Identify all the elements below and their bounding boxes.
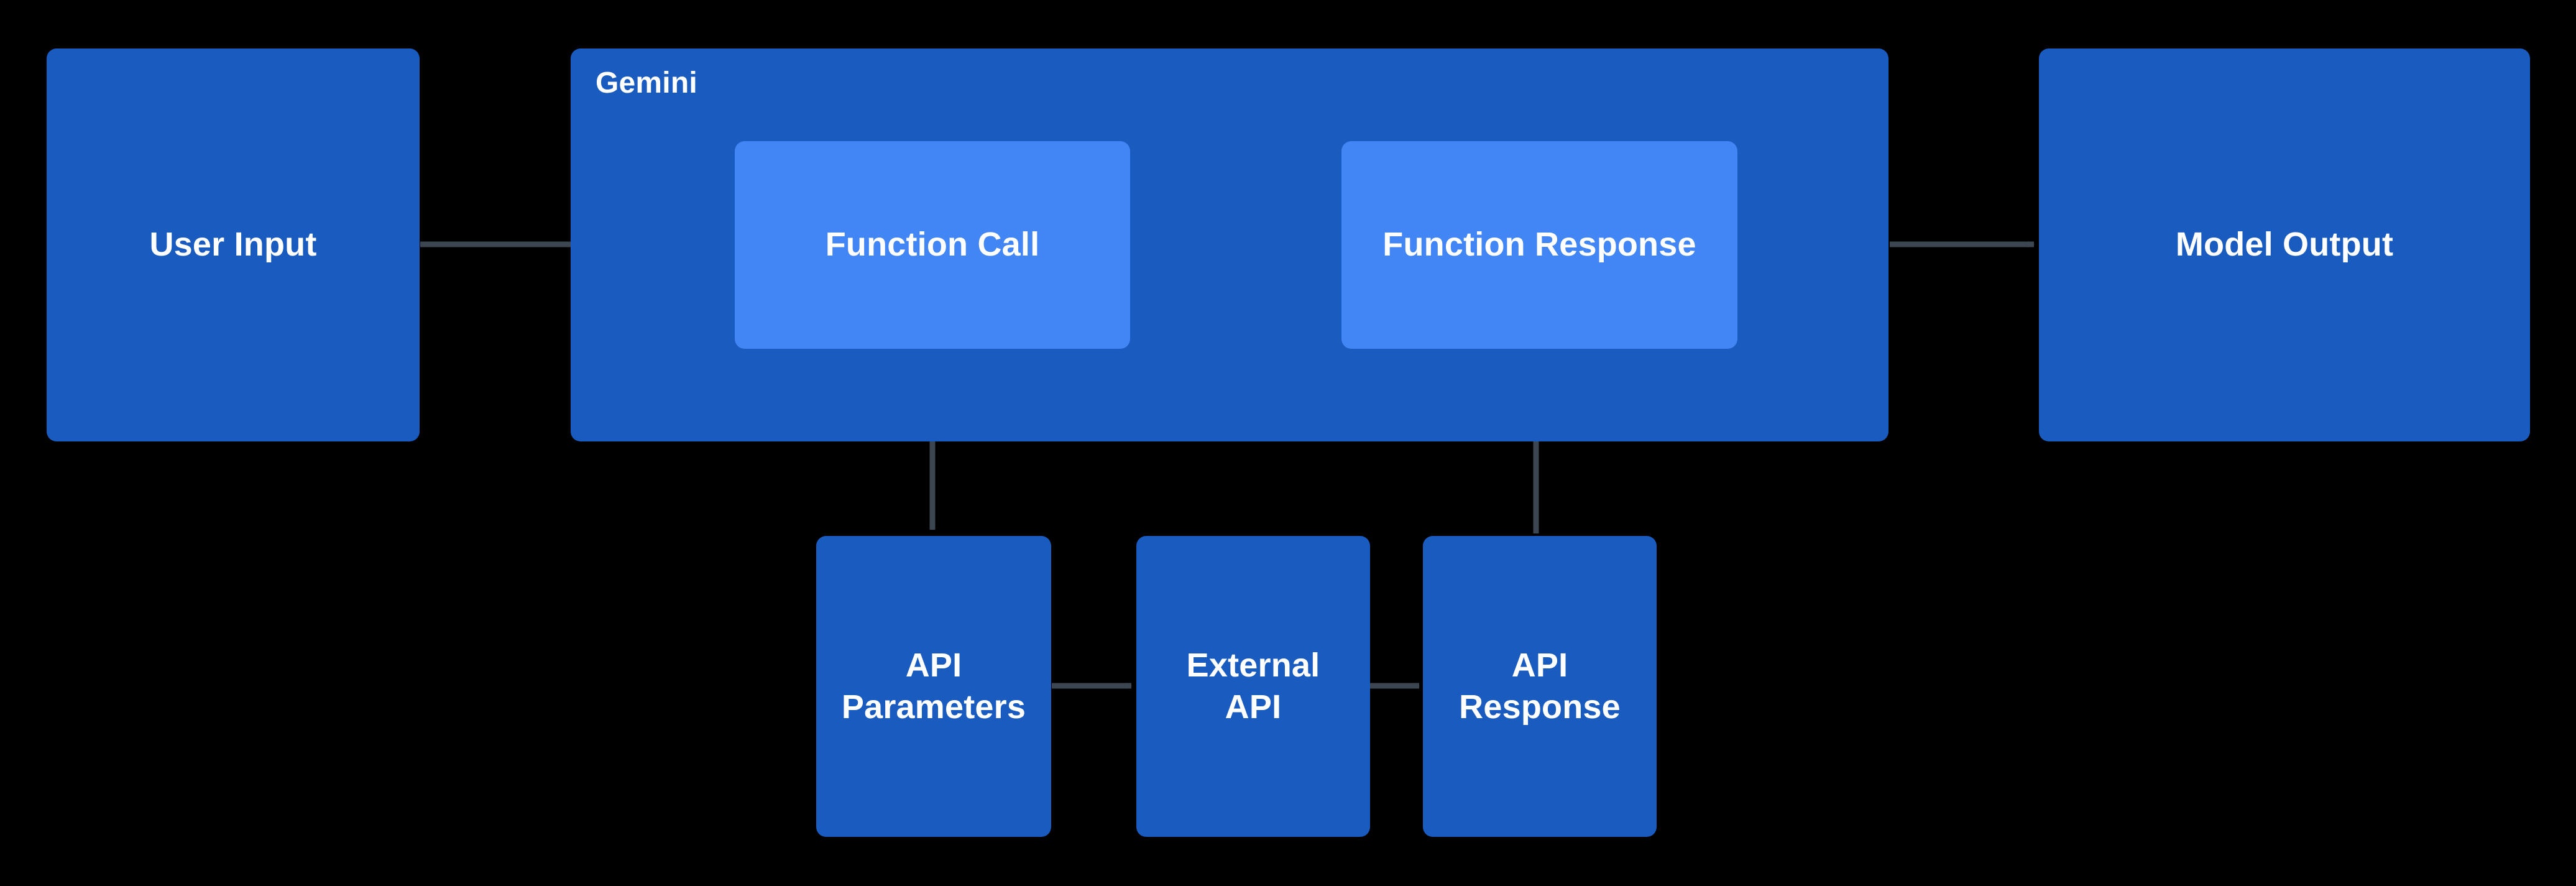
node-model-output[interactable]: Model Output	[2039, 48, 2530, 441]
node-function-call-label: Function Call	[825, 226, 1040, 264]
node-user-input-label: User Input	[149, 226, 317, 264]
node-external-api-label: External API	[1186, 646, 1320, 726]
node-function-response[interactable]: Function Response	[1341, 141, 1737, 349]
node-api-parameters[interactable]: API Parameters	[816, 536, 1051, 837]
node-api-parameters-label: API Parameters	[841, 646, 1026, 726]
node-api-response[interactable]: API Response	[1423, 536, 1657, 837]
gemini-group-label: Gemini	[596, 67, 697, 99]
node-model-output-label: Model Output	[2175, 226, 2394, 264]
node-function-call[interactable]: Function Call	[735, 141, 1130, 349]
node-user-input[interactable]: User Input	[47, 48, 420, 441]
node-api-response-label: API Response	[1459, 646, 1621, 726]
node-function-response-label: Function Response	[1382, 226, 1696, 264]
node-external-api[interactable]: External API	[1136, 536, 1370, 837]
